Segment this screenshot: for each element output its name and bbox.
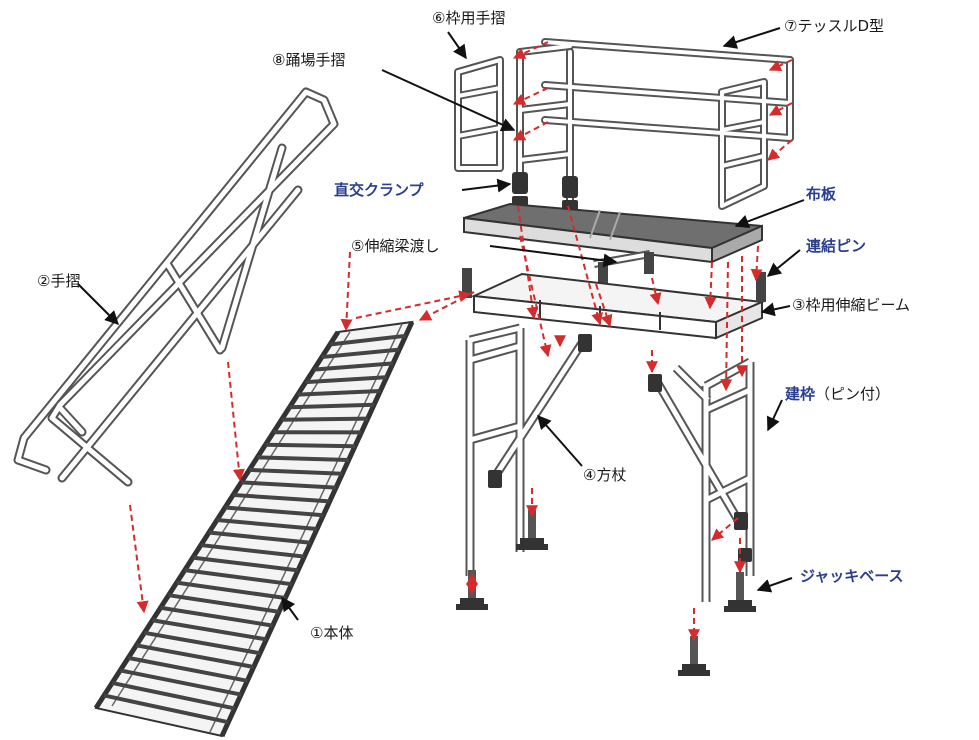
label-telescopic-bridge: ⑤伸縮梁渡し [351, 237, 440, 255]
ladder-tread [200, 543, 305, 559]
label-step-handrail: ⑧踊場手摺 [272, 51, 346, 69]
ladder-tread [168, 593, 280, 614]
label-main-body: ①本体 [310, 624, 354, 642]
ladder-tread [152, 618, 267, 642]
ladder-tread [119, 668, 242, 697]
ladder-tread [192, 555, 299, 573]
label-jack-base: ジャッキベース [800, 567, 904, 585]
telescopic-bridge [593, 250, 654, 284]
ladder-tread [160, 605, 273, 628]
ladder-tread [305, 375, 387, 385]
handrail-part [13, 87, 339, 487]
ladder-tread [208, 530, 311, 545]
ladder-tread [127, 655, 248, 683]
label-brace: ④方杖 [583, 466, 627, 484]
ladder-tread [257, 455, 349, 462]
label-pointers [77, 27, 805, 621]
label-tessle-d: ⑦テッスルD型 [784, 17, 884, 35]
assembly-arrows [129, 41, 793, 642]
ladder-tread [329, 333, 406, 347]
label-handrail: ②手摺 [37, 272, 81, 290]
ladder-tread [224, 505, 324, 518]
ladder-tread [111, 680, 236, 711]
label-plank: 布板 [806, 185, 837, 203]
ladder-tread [135, 643, 255, 669]
plank-deck [463, 202, 763, 264]
ladder-tread [103, 693, 229, 725]
main-body-ladder [93, 320, 415, 738]
label-telescopic-beam: ③枠用伸縮ビーム [792, 296, 910, 314]
ladder-tread [216, 518, 318, 531]
label-frame-with-pin-main: 建枠 [785, 385, 816, 403]
ladder-tread [241, 480, 337, 490]
ladder-tread [281, 416, 368, 422]
label-frame-handrail: ⑥枠用手摺 [432, 9, 506, 27]
ladder-tread [249, 467, 343, 476]
ladder-tread [265, 442, 356, 449]
ladder-tread [289, 402, 375, 410]
ladder-tread [144, 630, 261, 656]
ladder-tread [313, 361, 394, 372]
label-connecting-pin: 連結ピン [806, 237, 867, 255]
label-frame-with-pin: 建枠（ピン付） [785, 385, 890, 403]
ladder-tread [321, 347, 400, 360]
landing-handrail-frames [454, 38, 794, 210]
scaffold-frames [465, 323, 755, 602]
ladder-tread [176, 580, 286, 600]
jack-bases [456, 510, 756, 676]
label-frame-with-pin-suffix: （ピン付） [815, 385, 891, 403]
label-right-angle-clamp: 直交クランプ [334, 181, 424, 199]
ladder-tread [232, 492, 330, 504]
ladder-tread [184, 568, 292, 587]
ladder-tread [297, 389, 381, 397]
